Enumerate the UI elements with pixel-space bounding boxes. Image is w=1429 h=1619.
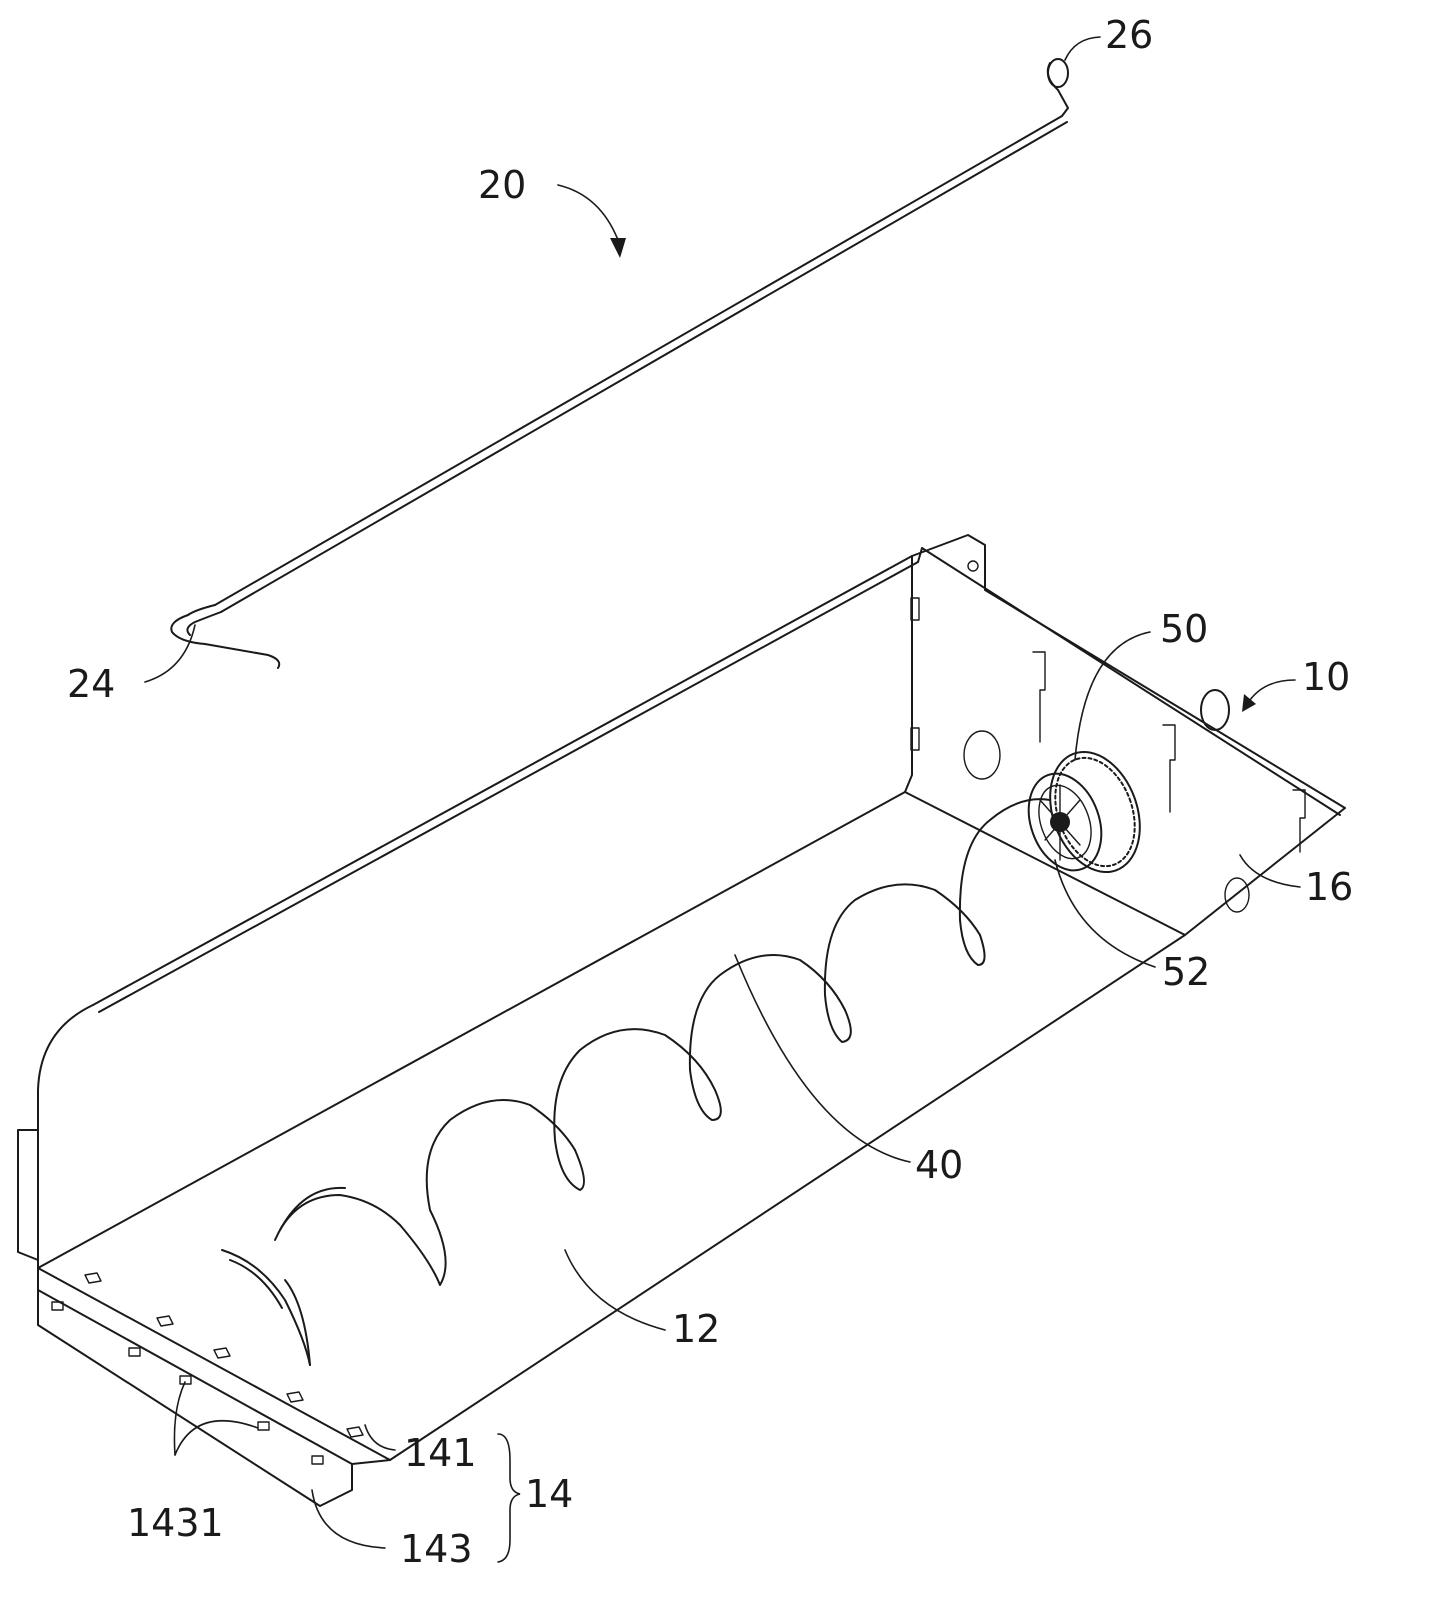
label-50: 50 [1160,607,1208,651]
spring-40 [222,799,1050,1365]
lip-fold-line [38,1290,352,1464]
leader-16 [1240,855,1300,887]
rod-top-bend [1048,63,1068,116]
leader-26 [1065,37,1100,60]
box-floor-crease [38,792,905,1268]
rear-keyhole-2 [1163,725,1175,812]
label-16: 16 [1305,865,1353,909]
leader-143 [312,1490,385,1548]
arrow-10-head [1242,694,1256,712]
box-left-tab [18,1130,38,1260]
leader-12 [565,1250,665,1330]
label-20: 20 [478,163,526,207]
rear-boss [1201,690,1229,730]
rear-small-hole [968,561,978,571]
arrow-20-head [610,238,626,258]
leader-lines [145,37,1300,1562]
lip-top-edge [38,1268,390,1460]
box-right-bottom-edge [390,935,1185,1460]
rear-keyhole-3 [1293,790,1305,852]
leader-1431-b [175,1421,258,1455]
label-10: 10 [1302,655,1350,699]
lip-face-hole [129,1348,140,1356]
label-12: 12 [672,1307,720,1351]
rod-lower-hook-a [171,605,279,668]
lip-hole [347,1427,363,1437]
rear-panel-top [912,535,1345,808]
label-26: 26 [1105,13,1153,57]
rod-20 [171,59,1068,668]
lip-face-hole [312,1456,323,1464]
label-40: 40 [915,1143,963,1187]
rear-panel-bottom [905,792,1345,935]
lip-face-hole [258,1422,269,1430]
lip-hole [85,1273,101,1283]
lip-face [38,1290,352,1506]
label-141: 141 [404,1431,477,1475]
rear-hole-1 [964,731,1000,779]
lip-hole [157,1316,173,1326]
leader-141 [365,1425,395,1450]
label-24: 24 [67,662,115,706]
rear-panel-left-edge [905,556,912,792]
rod-shaft-line-b [221,122,1067,612]
box-wall-front-curve [38,1005,93,1290]
reference-labels: 26 20 24 50 10 16 52 40 12 141 14 1431 1… [67,13,1353,1571]
label-1431: 1431 [127,1501,224,1545]
leader-40 [735,955,910,1162]
brace-14 [498,1434,520,1562]
arrow-10 [1250,680,1295,700]
rod-shaft-line-a [215,116,1062,605]
rear-keyhole-1 [1033,652,1045,742]
label-52: 52 [1162,950,1210,994]
lip-corner [352,1460,390,1464]
box-10 [18,535,1345,1506]
leader-24 [145,625,195,682]
arrow-20 [558,185,618,240]
rod-lower-hook-b [187,612,221,635]
lip-hole [214,1348,230,1358]
box-wall-top-edge-inner [99,562,918,1012]
label-14: 14 [525,1472,573,1516]
lip-hole [287,1392,303,1402]
box-wall-top-edge [93,556,912,1005]
label-143: 143 [400,1527,473,1571]
